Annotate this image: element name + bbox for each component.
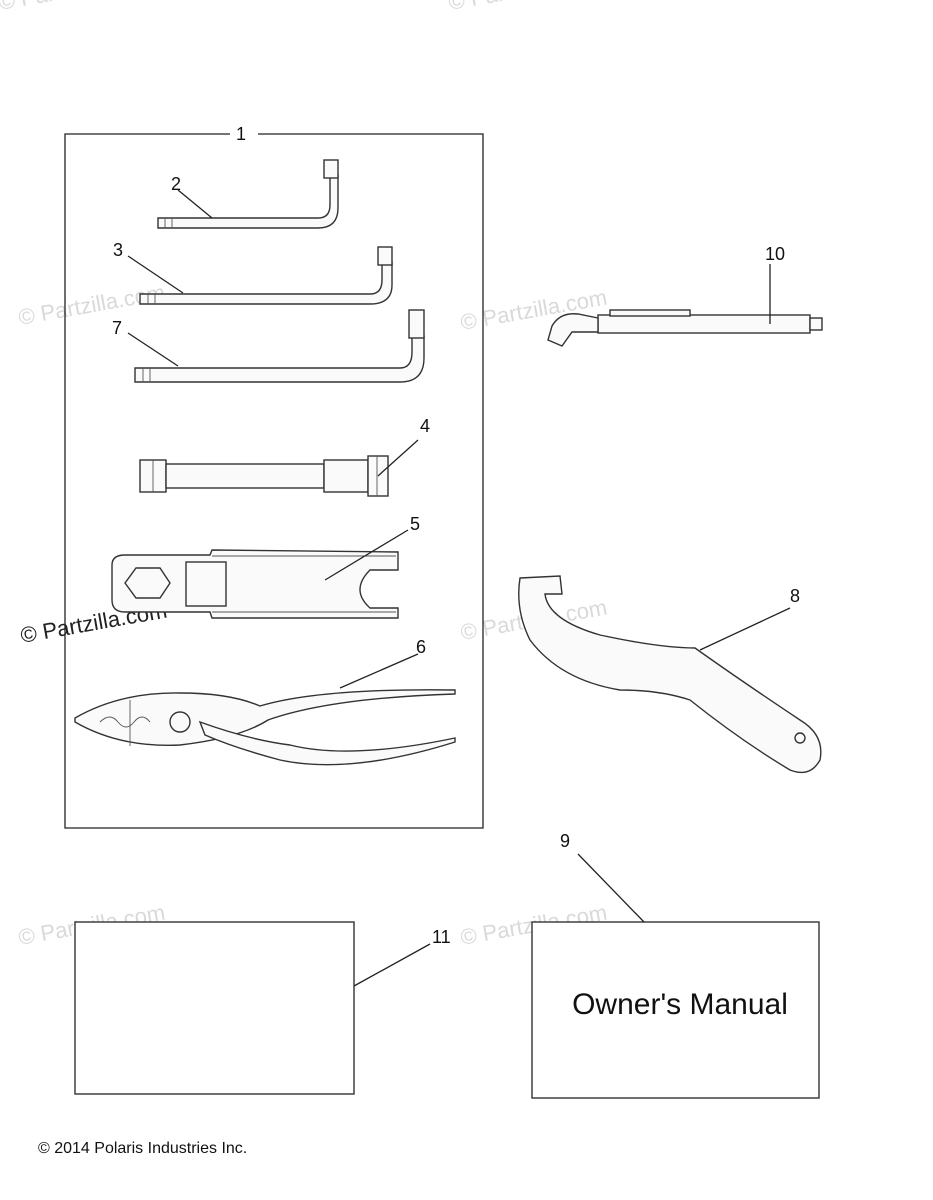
callout-2: 2 <box>171 174 181 194</box>
socket-extension: 4 <box>139 416 430 497</box>
watermark: © Partzilla.com <box>17 280 167 330</box>
slip-joint-pliers: 6 <box>74 637 456 766</box>
callout-9: 9 <box>560 831 570 851</box>
copyright-notice: © 2014 Polaris Industries Inc. <box>38 1140 248 1157</box>
callout-11: 11 <box>432 927 451 947</box>
callout-5: 5 <box>410 514 420 534</box>
hex-key-large: 7 <box>112 309 425 383</box>
watermark: © Partzilla.com <box>0 0 147 15</box>
callout-7: 7 <box>112 318 122 338</box>
spanner-wrench: 8 <box>518 575 822 774</box>
hex-key-small: 2 <box>157 159 339 229</box>
spark-plug-wrench: 5 <box>111 514 420 619</box>
tool-kit-box: 1 <box>64 124 484 829</box>
watermark: © Partzilla.com <box>447 0 597 15</box>
callout-10: 10 <box>765 244 785 264</box>
owners-manual-label: Owner's Manual <box>572 988 788 1021</box>
callout-3: 3 <box>113 240 123 260</box>
callout-4: 4 <box>420 416 430 436</box>
callout-1: 1 <box>236 124 246 144</box>
tire-pressure-gauge: 10 <box>547 244 823 347</box>
hex-key-medium: 3 <box>113 240 393 305</box>
owners-manual: Owner's Manual 9 <box>531 831 820 1099</box>
blank-card: 11 <box>74 921 451 1095</box>
callout-8: 8 <box>790 586 800 606</box>
callout-6: 6 <box>416 637 426 657</box>
